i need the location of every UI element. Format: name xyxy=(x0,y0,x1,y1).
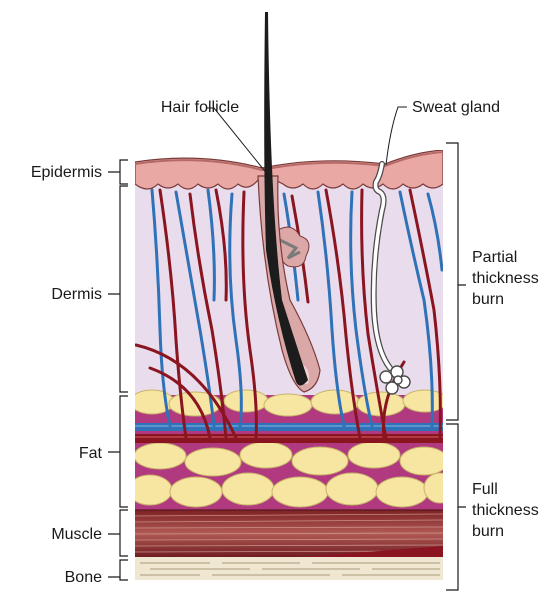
svg-text:thickness: thickness xyxy=(472,270,539,287)
dermis-bracket xyxy=(108,186,128,392)
vein-band xyxy=(135,423,443,431)
svg-text:Full: Full xyxy=(472,481,498,498)
svg-text:burn: burn xyxy=(472,291,504,308)
dermis-label: Dermis xyxy=(51,286,102,303)
bone-label: Bone xyxy=(65,569,102,586)
fat-bracket xyxy=(108,396,128,507)
muscle-bracket xyxy=(108,510,128,556)
muscle-label: Muscle xyxy=(51,526,102,543)
svg-text:burn: burn xyxy=(472,523,504,540)
partial-thickness-label: Partial thickness burn xyxy=(472,249,539,308)
fat-label: Fat xyxy=(79,445,103,462)
svg-text:Partial: Partial xyxy=(472,249,517,266)
epidermis-label: Epidermis xyxy=(31,164,102,181)
full-thickness-bracket xyxy=(446,424,466,590)
sweat-gland-leader xyxy=(386,107,407,165)
epidermis-bracket xyxy=(108,160,128,184)
sweat-gland-label: Sweat gland xyxy=(412,99,500,116)
full-thickness-label: Full thickness burn xyxy=(472,481,539,540)
bone-bracket xyxy=(108,560,128,580)
epidermis-layer xyxy=(135,150,443,189)
artery-band xyxy=(135,434,443,443)
svg-text:thickness: thickness xyxy=(472,502,539,519)
partial-thickness-bracket xyxy=(446,143,466,420)
hair-follicle-label: Hair follicle xyxy=(161,99,239,116)
